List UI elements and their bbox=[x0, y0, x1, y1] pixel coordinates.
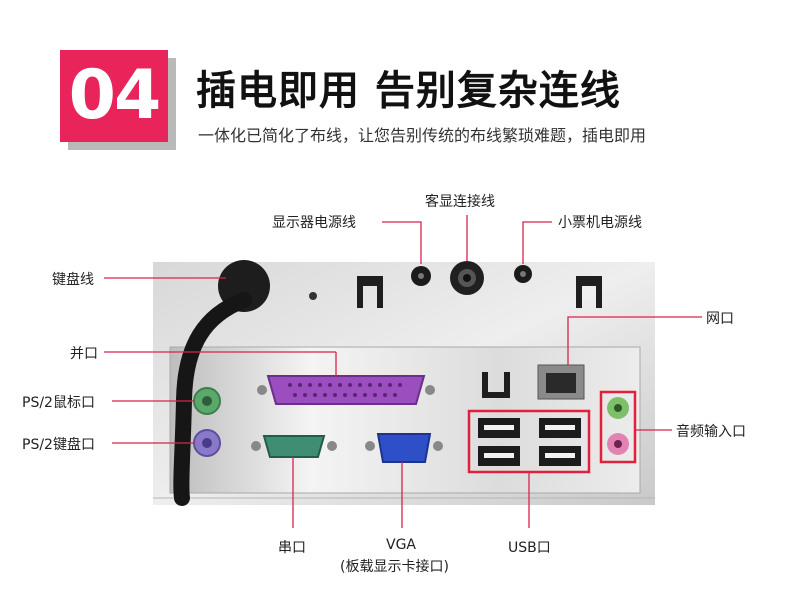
label-audio-input-port: 音频输入口 bbox=[676, 424, 746, 440]
leader-lines bbox=[104, 215, 702, 528]
label-vga-note: (板载显示卡接口) bbox=[340, 559, 449, 575]
label-serial-port: 串口 bbox=[278, 540, 306, 556]
label-parallel-port: 并口 bbox=[70, 346, 98, 362]
audio-highlight-box bbox=[599, 390, 637, 464]
serial-port bbox=[262, 435, 326, 458]
label-ps2-keyboard-port: PS/2键盘口 bbox=[22, 437, 95, 453]
page-subtitle: 一体化已简化了布线，让您告别传统的布线繁琐难题，插电即用 bbox=[198, 126, 647, 145]
hook-slot-left bbox=[357, 276, 383, 308]
label-ps2-mouse-port: PS/2鼠标口 bbox=[22, 395, 95, 411]
parallel-port bbox=[266, 375, 426, 405]
label-network-port: 网口 bbox=[706, 311, 734, 327]
label-usb-port: USB口 bbox=[508, 540, 551, 556]
hook-slot-right bbox=[576, 276, 602, 308]
vga-port bbox=[376, 433, 432, 463]
label-vga-port: VGA bbox=[386, 537, 417, 553]
usb-ports bbox=[478, 418, 581, 466]
label-display-power-cable: 显示器电源线 bbox=[272, 215, 356, 231]
keyboard-cable bbox=[173, 292, 252, 506]
label-receipt-printer-power-cable: 小票机电源线 bbox=[558, 215, 642, 231]
label-keyboard-cable: 键盘线 bbox=[52, 272, 94, 288]
label-customer-display-cable: 客显连接线 bbox=[425, 194, 495, 210]
step-number-badge: 04 bbox=[60, 50, 168, 142]
page-title: 插电即用 告别复杂连线 bbox=[196, 68, 621, 114]
